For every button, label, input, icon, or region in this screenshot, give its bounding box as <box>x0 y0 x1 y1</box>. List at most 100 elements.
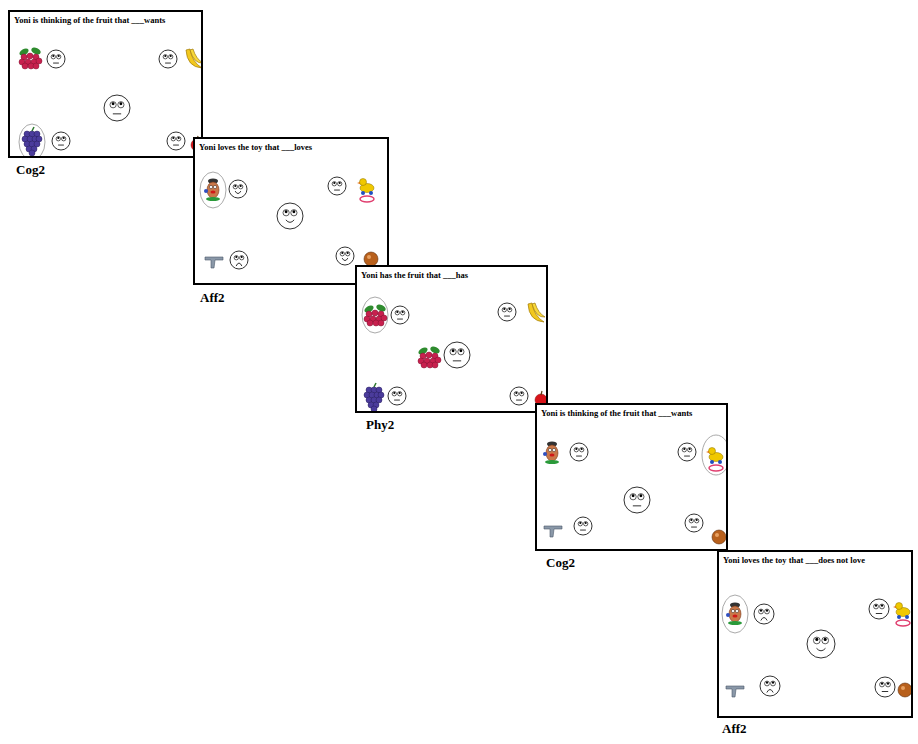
trial-sentence: Yoni is thinking of the fruit that ___wa… <box>10 12 201 25</box>
face-eye <box>110 102 116 108</box>
toy-eye <box>213 185 216 188</box>
toy-hand <box>726 613 730 617</box>
face-pupil <box>402 311 404 313</box>
face-mouth <box>516 400 522 401</box>
face-outline <box>104 95 130 121</box>
face-mouth <box>876 613 882 614</box>
face-mouth <box>394 400 400 401</box>
raspberry-drupe <box>432 362 438 368</box>
face-eye <box>458 349 464 355</box>
face-pupil <box>452 349 455 352</box>
face-outline <box>869 599 889 619</box>
face-mouth <box>817 648 826 651</box>
toy-ball <box>712 530 726 544</box>
face-outline <box>760 676 780 696</box>
face-mouth <box>58 145 64 146</box>
face-eye <box>392 392 396 396</box>
face-pupil <box>112 102 115 105</box>
toy-gun <box>205 257 223 268</box>
face-eye <box>682 448 686 452</box>
face-eye <box>695 519 699 523</box>
duck-head <box>360 179 367 186</box>
trial-panel: Yoni loves the toy that ___loves <box>193 137 389 285</box>
toy-eye <box>735 609 738 612</box>
condition-label: Cog2 <box>546 555 575 571</box>
trial-sentence: Yoni loves the toy that ___does not love <box>719 552 911 565</box>
raspberry-drupe <box>421 362 427 368</box>
trial-illustration <box>719 552 913 718</box>
face-pupil <box>766 682 768 684</box>
banana <box>190 49 203 63</box>
face-eye <box>688 448 692 452</box>
toy-gun <box>726 686 744 697</box>
raspberry-drupe <box>367 320 373 326</box>
toy-feet <box>728 621 742 625</box>
face-eye <box>578 522 582 526</box>
toy-feet <box>545 460 559 464</box>
face-pupil <box>696 519 698 521</box>
duck-wheel <box>710 460 714 464</box>
face-pupil <box>178 137 180 139</box>
face-pupil <box>575 448 577 450</box>
trial-illustration <box>537 405 728 551</box>
face-eye <box>51 55 55 59</box>
face-pupil <box>579 522 581 524</box>
face-pupil <box>760 610 762 612</box>
face-pupil <box>585 522 587 524</box>
face-outline <box>229 180 247 198</box>
face-eye <box>163 55 167 59</box>
selection-ring <box>702 435 728 475</box>
face-pupil <box>815 638 818 641</box>
face-pupil <box>393 392 395 394</box>
face-eye <box>240 256 244 260</box>
face-outline <box>685 514 703 532</box>
selection-ring <box>19 124 45 158</box>
face-eye <box>332 182 336 186</box>
duck-wheel <box>718 460 722 464</box>
trial-panel: Yoni is thinking of the fruit that ___wa… <box>535 403 728 551</box>
face-pupil <box>766 610 768 612</box>
apple-stem <box>541 391 542 395</box>
face-eye <box>346 252 350 256</box>
face-mouth <box>236 263 242 266</box>
face-eye <box>880 682 885 687</box>
face-mouth <box>504 316 510 317</box>
face-mouth <box>453 360 461 361</box>
face-pupil <box>292 210 295 213</box>
trial-panel: Yoni has the fruit that ___has <box>355 265 548 413</box>
condition-label: Phy2 <box>366 417 394 433</box>
face-pupil <box>772 682 774 684</box>
toy-mouth <box>550 454 555 457</box>
face-pupil <box>63 137 65 139</box>
face-outline <box>678 443 696 461</box>
face-eye <box>398 392 402 396</box>
face-eye <box>765 681 770 686</box>
face-outline <box>52 132 70 150</box>
face-eye <box>759 609 764 614</box>
toy-hand <box>204 189 208 193</box>
face-pupil <box>881 683 883 685</box>
face-eye <box>62 137 66 141</box>
duck-beak <box>357 182 360 184</box>
face-pupil <box>339 182 341 184</box>
face-pupil <box>690 519 692 521</box>
face-eye <box>395 311 399 315</box>
face-outline <box>159 50 177 68</box>
banana <box>186 49 202 68</box>
face-mouth <box>684 456 690 457</box>
face-outline <box>277 203 303 229</box>
ball-highlight <box>367 255 371 259</box>
face-pupil <box>509 308 511 310</box>
face-eye <box>580 448 584 452</box>
face-mouth <box>580 530 586 531</box>
toy-eye <box>548 448 551 451</box>
face-pupil <box>515 392 517 394</box>
face-eye <box>57 55 61 59</box>
trial-panel: Yoni is thinking of the fruit that ___wa… <box>8 10 203 158</box>
duck-beak <box>706 451 709 453</box>
trial-panel: Yoni loves the toy that ___does not love <box>717 550 913 718</box>
face-pupil <box>521 392 523 394</box>
face-eye <box>574 448 578 452</box>
toy-mouth <box>733 615 738 618</box>
face-eye <box>239 185 243 189</box>
